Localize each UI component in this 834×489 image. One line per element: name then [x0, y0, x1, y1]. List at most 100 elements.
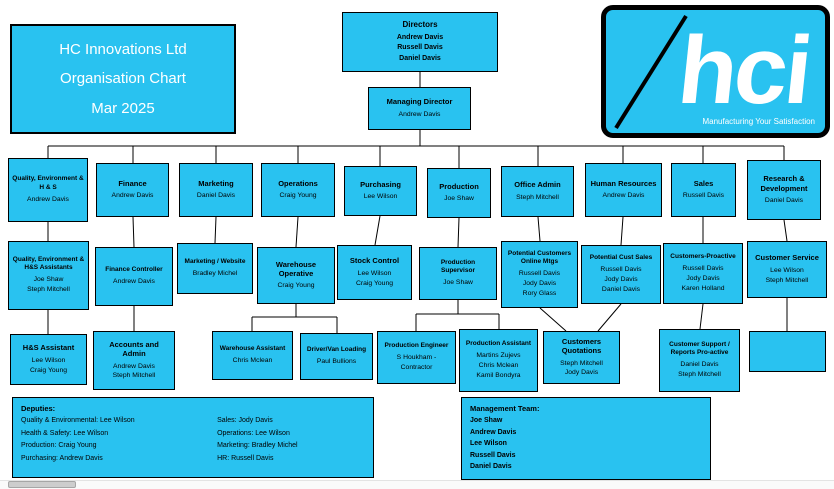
org-box-finance: Finance Andrew Davis	[96, 163, 169, 217]
logo-tagline: Manufacturing Your Satisfaction	[702, 117, 815, 126]
box-title: Managing Director	[386, 97, 453, 107]
org-box-accounts-admin: Accounts and Admin Andrew Davis Steph Mi…	[93, 331, 175, 390]
org-box-driver-van-loading: Driver/Van Loading Paul Bullions	[300, 333, 373, 380]
org-box-empty	[749, 331, 826, 372]
chart-title-text: HC Innovations Ltd Organisation Chart Ma…	[59, 41, 187, 117]
box-names: Joe Shaw	[443, 279, 473, 287]
box-title: Customers-Proactive	[670, 253, 736, 261]
box-names: Andrew Davis	[113, 278, 155, 286]
deputies-left-column: Quality & Environmental: Lee Wilson Heal…	[21, 417, 135, 462]
logo-diagonal-slash	[614, 14, 688, 130]
org-box-warehouse-operative: Warehouse Operative Craig Young	[257, 247, 335, 304]
box-names: Lee Wilson Craig Young	[355, 269, 394, 287]
box-names: Lee Wilson	[363, 193, 398, 201]
box-names: Russell Davis Jody Davis Daniel Davis	[600, 266, 642, 293]
org-box-managing-director: Managing Director Andrew Davis	[368, 87, 471, 130]
management-team-title: Management Team:	[470, 404, 540, 413]
org-box-customers-proactive: Customers-Proactive Russell Davis Jody D…	[663, 243, 743, 304]
box-title: Customer Support / Reports Pro-active	[669, 341, 730, 357]
box-names: Andrew Davis Russell Davis Daniel Davis	[396, 34, 444, 62]
org-box-sales: Sales Russell Davis	[671, 163, 736, 217]
org-box-production-engineer: Production Engineer S Houkham - Contract…	[377, 331, 456, 384]
org-box-purchasing: Purchasing Lee Wilson	[344, 166, 417, 216]
org-box-customers-quotations: Customers Quotations Steph Mitchell Jody…	[543, 331, 620, 384]
box-title: Stock Control	[349, 256, 400, 266]
org-box-potential-customers-online-mtgs: Potential Customers Online Mtgs Russell …	[501, 241, 578, 308]
box-title: Sales	[693, 178, 714, 188]
box-title: Production Supervisor	[440, 258, 476, 275]
deputies-title: Deputies:	[21, 404, 56, 413]
box-names: Andrew Davis	[602, 192, 645, 200]
box-title: Production Engineer	[384, 342, 449, 350]
box-names: Russell Davis Jody Davis Karen Holland	[681, 265, 725, 292]
box-names: Steph Mitchell	[516, 193, 559, 201]
box-title: Directors	[402, 20, 438, 30]
box-title: Customer Service	[755, 253, 819, 263]
box-title: Marketing	[198, 178, 234, 188]
management-team-names: Joe Shaw Andrew Davis Lee Wilson Russell…	[470, 417, 517, 471]
box-title: Research & Development	[760, 174, 808, 193]
box-names: Daniel Davis Steph Mitchell	[678, 361, 721, 379]
logo-text: hci	[673, 17, 815, 125]
org-box-stock-control: Stock Control Lee Wilson Craig Young	[337, 245, 412, 300]
org-box-office-admin: Office Admin Steph Mitchell	[501, 166, 574, 217]
box-names: Lee Wilson Craig Young	[29, 356, 68, 374]
org-box-qehs-assistants: Quality, Environment & H&S Assistants Jo…	[8, 241, 89, 310]
box-title: Warehouse Assistant	[219, 345, 286, 353]
hci-logo: hci Manufacturing Your Satisfaction	[601, 5, 830, 138]
box-title: Finance Controller	[105, 266, 163, 274]
box-names: Bradley Michel	[192, 270, 238, 278]
box-title: Marketing / Website	[184, 258, 246, 266]
box-names: S Houkham - Contractor	[396, 354, 437, 372]
box-names: Russell Davis	[682, 192, 725, 200]
org-box-marketing-website: Marketing / Website Bradley Michel	[177, 243, 253, 294]
org-box-human-resources: Human Resources Andrew Davis	[585, 163, 662, 217]
box-title: Purchasing	[360, 179, 401, 189]
box-names: Joe Shaw	[444, 195, 474, 203]
org-box-hs-assistant: H&S Assistant Lee Wilson Craig Young	[10, 334, 87, 385]
scrollbar-thumb[interactable]	[8, 481, 76, 488]
box-names: Craig Young	[279, 192, 317, 200]
org-box-marketing: Marketing Daniel Davis	[179, 163, 253, 217]
box-names: Steph Mitchell Jody Davis	[560, 359, 603, 377]
org-box-customer-support-reports: Customer Support / Reports Pro-active Da…	[659, 329, 740, 392]
org-box-directors: Directors Andrew Davis Russell Davis Dan…	[342, 12, 498, 72]
box-title: Driver/Van Loading	[306, 346, 367, 354]
org-box-production-supervisor: Production Supervisor Joe Shaw	[419, 247, 497, 300]
horizontal-scrollbar[interactable]	[0, 480, 834, 489]
org-box-production-assistant: Production Assistant Martins Zujevs Chri…	[459, 329, 538, 392]
box-names: Lee Wilson Steph Mitchell	[765, 266, 809, 284]
org-box-research-development: Research & Development Daniel Davis	[747, 160, 821, 220]
box-title: Potential Cust Sales	[589, 254, 653, 262]
box-names: Andrew Davis	[398, 110, 441, 118]
box-title: Warehouse Operative	[275, 259, 317, 279]
org-box-customer-service: Customer Service Lee Wilson Steph Mitche…	[747, 241, 827, 298]
box-names: Daniel Davis	[764, 196, 804, 204]
box-title: Accounts and Admin	[109, 339, 159, 359]
box-title: Office Admin	[514, 180, 561, 190]
box-names: Martins Zujevs Chris Mclean Kamil Bondyr…	[476, 352, 521, 379]
box-title: Potential Customers Online Mtgs	[507, 250, 572, 266]
chart-title-box: HC Innovations Ltd Organisation Chart Ma…	[10, 24, 236, 134]
box-title: H&S Assistant	[22, 343, 75, 353]
box-names: Chris Mclean	[232, 357, 273, 365]
org-box-operations: Operations Craig Young	[261, 163, 335, 217]
box-title: Human Resources	[590, 178, 657, 188]
box-title: Quality, Environment & H & S	[12, 175, 84, 191]
box-title: Customers Quotations	[561, 336, 602, 356]
box-title: Finance	[118, 178, 147, 188]
deputies-columns: Quality & Environmental: Lee Wilson Heal…	[21, 415, 365, 465]
box-names: Joe Shaw Steph Mitchell	[27, 276, 70, 294]
management-team-panel: Management Team: Joe Shaw Andrew Davis L…	[461, 397, 711, 480]
org-box-production: Production Joe Shaw	[427, 168, 491, 218]
box-title: Quality, Environment & H&S Assistants	[12, 256, 85, 272]
box-names: Andrew Davis	[27, 195, 69, 203]
org-box-potential-cust-sales: Potential Cust Sales Russell Davis Jody …	[581, 245, 661, 304]
deputies-right-column: Sales: Jody Davis Operations: Lee Wilson…	[217, 417, 298, 462]
box-title: Production	[439, 181, 479, 191]
box-names: Russell Davis Jody Davis Rory Glass	[518, 270, 561, 298]
box-names: Paul Bullions	[316, 358, 357, 366]
box-names: Andrew Davis Steph Mitchell	[112, 362, 156, 380]
